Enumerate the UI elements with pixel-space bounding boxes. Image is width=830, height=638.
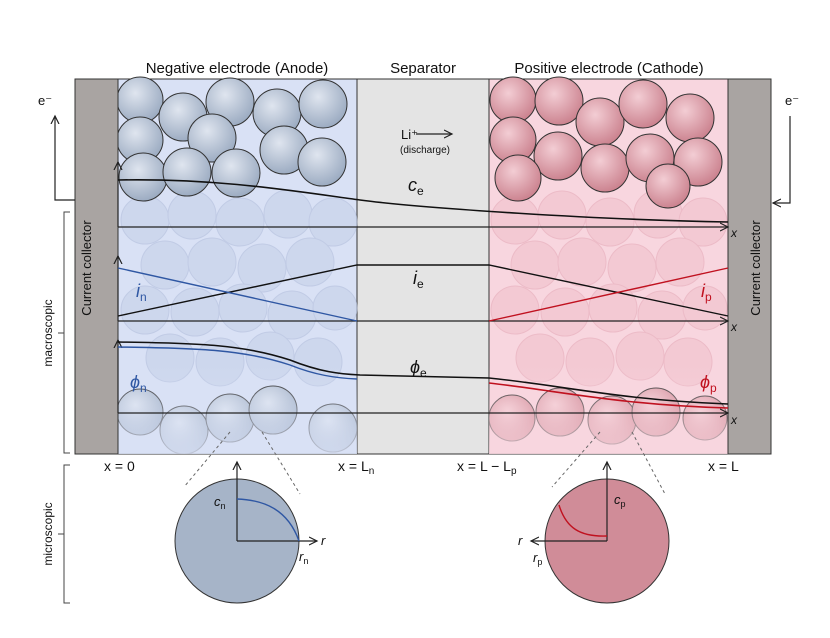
phip-label: ϕp xyxy=(700,372,717,395)
phin-curve xyxy=(117,346,358,380)
zoom-line-cathode-left xyxy=(551,431,601,488)
macroscopic-bracket xyxy=(63,211,70,454)
ip-curve xyxy=(488,267,729,322)
zoom-line-anode-right xyxy=(261,431,301,495)
ce-label: ce xyxy=(408,175,424,198)
electron-left-label: e⁻ xyxy=(38,93,52,108)
ip-label: ip xyxy=(701,281,712,304)
in-label: in xyxy=(136,281,147,304)
li-ion-label: Li⁺ xyxy=(401,127,418,142)
current-collector-left xyxy=(74,78,119,455)
macroscopic-label: macroscopic xyxy=(41,299,55,366)
cathode-particles-top xyxy=(489,76,723,209)
anode-wash xyxy=(118,365,357,454)
phie-curve xyxy=(117,341,729,405)
pos-xLn: x = Ln xyxy=(338,458,374,477)
cp-label: cp xyxy=(614,492,626,509)
x-axis-label-3: x xyxy=(730,413,738,427)
electron-right-arrow xyxy=(773,116,791,203)
phin-label: ϕn xyxy=(130,372,147,395)
current-collector-right xyxy=(727,78,772,455)
header-anode: Negative electrode (Anode) xyxy=(146,60,329,77)
cathode-r-label: r xyxy=(518,533,523,548)
anode-r-label: r xyxy=(321,533,326,548)
pos-xLLp: x = L − Lp xyxy=(457,458,517,477)
electron-left-arrow xyxy=(55,116,75,201)
cp-curve xyxy=(558,504,608,537)
phie-label: ϕe xyxy=(410,357,427,380)
plot-axes xyxy=(118,162,728,413)
header-cathode: Positive electrode (Cathode) xyxy=(514,60,703,77)
ce-curve xyxy=(117,179,729,223)
ie-label: ie xyxy=(413,268,424,291)
pos-x0: x = 0 xyxy=(104,458,135,474)
x-axis-label-1: x xyxy=(730,226,738,240)
rn-label: rn xyxy=(299,549,308,566)
electron-right-label: e⁻ xyxy=(785,93,799,108)
microscopic-bracket xyxy=(63,464,70,604)
cn-label: cn xyxy=(214,494,226,511)
x-axis-label-2: x xyxy=(730,320,738,334)
li-ion-note: (discharge) xyxy=(400,145,450,156)
microscopic-label: microscopic xyxy=(41,502,55,565)
in-curve xyxy=(117,267,358,322)
cn-curve xyxy=(236,498,300,542)
anode-particles-top xyxy=(116,76,348,202)
current-collector-right-label: Current collector xyxy=(748,220,763,316)
header-separator: Separator xyxy=(390,60,456,77)
current-collector-left-label: Current collector xyxy=(79,220,94,316)
phip-curve xyxy=(488,382,729,409)
cathode-wash xyxy=(489,365,728,454)
separator-region xyxy=(356,78,490,455)
pos-xL: x = L xyxy=(708,458,739,474)
rp-label: rp xyxy=(533,550,542,567)
anode-faint-particles xyxy=(120,189,358,387)
ie-curve xyxy=(117,264,729,317)
